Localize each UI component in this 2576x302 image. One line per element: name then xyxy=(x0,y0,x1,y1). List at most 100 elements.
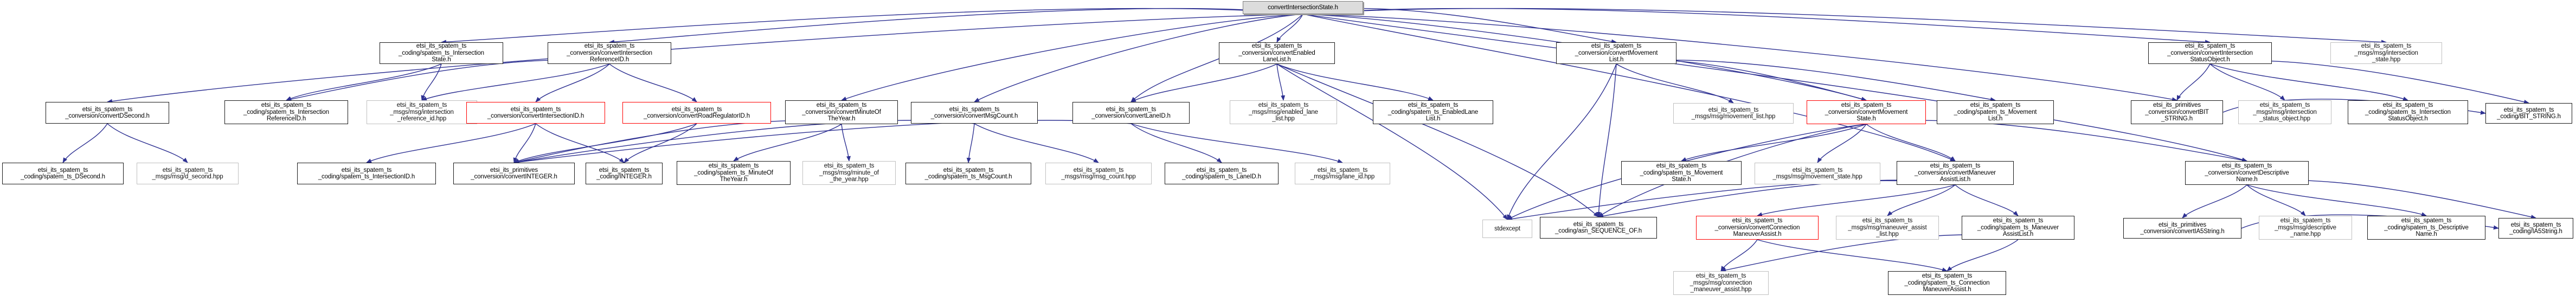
graph-edge xyxy=(1598,179,1956,219)
graph-edge xyxy=(1276,14,1303,43)
graph-node[interactable]: etsi_its_spatem_ts _msgs/msg/intersectio… xyxy=(2238,100,2331,124)
graph-node[interactable]: etsi_its_spatem_ts _msgs/msg/lane_id.hpp xyxy=(1295,163,1390,184)
graph-node[interactable]: etsi_its_spatem_ts _conversion/convertRo… xyxy=(622,102,771,124)
graph-node[interactable]: etsi_its_spatem_ts _conversion/convertMo… xyxy=(1556,42,1676,64)
graph-edge xyxy=(1616,63,1734,104)
graph-node[interactable]: etsi_its_spatem_ts _conversion/convertMa… xyxy=(1897,161,2014,185)
graph-node[interactable]: etsi_its_spatem_ts _conversion/convertLa… xyxy=(1072,102,1190,124)
graph-edge xyxy=(1817,124,1867,163)
graph-node[interactable]: etsi_its_spatem_ts _coding/spatem_ts_Int… xyxy=(380,42,503,64)
graph-node[interactable]: etsi_its_spatem_ts _msgs/msg/descriptive… xyxy=(2259,216,2352,240)
graph-node[interactable]: etsi_its_spatem_ts _coding/spatem_ts_Min… xyxy=(677,161,791,185)
graph-node[interactable]: etsi_its_spatem_ts _coding/IA5String.h xyxy=(2498,218,2573,239)
graph-node[interactable]: etsi_its_spatem_ts _coding/spatem_ts_Ena… xyxy=(1373,100,1493,124)
graph-edge xyxy=(1720,239,1758,272)
graph-edge xyxy=(513,120,975,164)
graph-edge xyxy=(841,124,851,162)
graph-node[interactable]: etsi_its_spatem_ts _conversion/convertIn… xyxy=(466,102,605,124)
graph-node[interactable]: etsi_its_spatem_ts _coding/spatem_ts_Mov… xyxy=(1937,100,2054,124)
graph-edge xyxy=(1302,14,2177,102)
graph-edge xyxy=(62,123,108,163)
graph-edge xyxy=(513,120,842,164)
graph-node[interactable]: etsi_its_spatem_ts _msgs/msg/enabled_lan… xyxy=(1230,100,1337,124)
graph-node[interactable]: etsi_its_spatem_ts _conversion/convertMs… xyxy=(911,102,1038,124)
graph-node[interactable]: etsi_its_spatem_ts _coding/spatem_ts_Des… xyxy=(2367,216,2485,240)
graph-edge xyxy=(1507,63,1617,220)
graph-edge xyxy=(286,63,442,101)
graph-node[interactable]: etsi_its_spatem_ts _coding/spatem_ts_Int… xyxy=(224,100,348,124)
graph-edge xyxy=(966,123,975,163)
graph-edge xyxy=(624,123,697,163)
graph-node[interactable]: etsi_its_spatem_ts _conversion/convertDe… xyxy=(2185,161,2309,185)
graph-node[interactable]: etsi_its_spatem_ts _coding/asn_SEQUENCE_… xyxy=(1540,217,1657,239)
graph-node[interactable]: etsi_its_spatem_ts _msgs/msg/intersectio… xyxy=(2330,42,2442,64)
graph-node[interactable]: etsi_its_spatem_ts _conversion/convertEn… xyxy=(1219,42,1335,64)
graph-node[interactable]: etsi_its_primitives _conversion/convertI… xyxy=(2123,218,2241,239)
graph-edge xyxy=(974,123,1099,163)
graph-edge xyxy=(2246,184,2427,216)
graph-edge xyxy=(1866,120,2247,163)
graph-node[interactable]: etsi_its_spatem_ts _coding/INTEGER.h xyxy=(586,163,663,184)
graph-edge xyxy=(733,124,842,162)
graph-edge xyxy=(1681,124,1867,162)
graph-node[interactable]: etsi_its_spatem_ts _msgs/msg/msg_count.h… xyxy=(1045,163,1152,184)
graph-node[interactable]: etsi_its_spatem_ts _conversion/convertCo… xyxy=(1696,216,1819,240)
graph-node[interactable]: etsi_its_spatem_ts _conversion/convertMi… xyxy=(785,100,898,124)
graph-node[interactable]: etsi_its_spatem_ts _coding/spatem_ts_Msg… xyxy=(905,163,1031,184)
graph-node[interactable]: etsi_its_spatem_ts _msgs/msg/minute_of _… xyxy=(802,161,896,185)
graph-edge xyxy=(2209,60,2529,104)
graph-edge xyxy=(1616,60,1867,101)
graph-edge xyxy=(2182,184,2247,219)
graph-node[interactable]: etsi_its_spatem_ts _coding/spatem_ts_Man… xyxy=(1962,216,2074,240)
graph-node[interactable]: etsi_its_primitives _conversion/convertB… xyxy=(2131,100,2223,124)
graph-edge xyxy=(2246,180,2536,219)
graph-node[interactable]: etsi_its_spatem_ts _coding/spatem_ts_Int… xyxy=(2348,100,2468,124)
graph-edge xyxy=(535,123,625,163)
graph-node[interactable]: etsi_its_spatem_ts _msgs/msg/movement_st… xyxy=(1755,163,1880,184)
graph-edge xyxy=(1955,184,2019,216)
graph-edge xyxy=(366,123,536,163)
graph-edge xyxy=(1130,123,1343,163)
graph-node[interactable]: etsi_its_spatem_ts _conversion/convertIn… xyxy=(2148,42,2272,64)
graph-node[interactable]: etsi_its_spatem_ts _msgs/msg/movement_li… xyxy=(1673,103,1794,124)
graph-edge xyxy=(513,120,1132,164)
graph-edge xyxy=(1757,184,1956,217)
graph-node[interactable]: etsi_its_spatem_ts _coding/spatem_ts_DSe… xyxy=(2,163,124,184)
graph-edge xyxy=(107,123,188,163)
graph-edge xyxy=(1302,14,1956,162)
graph-edge xyxy=(421,63,442,101)
graph-edge xyxy=(107,14,1303,104)
graph-node[interactable]: etsi_its_spatem_ts _msgs/msg/d_second.hp… xyxy=(137,163,239,184)
graph-node[interactable]: etsi_its_spatem_ts _conversion/convertDS… xyxy=(46,102,169,124)
graph-node[interactable]: etsi_its_spatem_ts _msgs/msg/maneuver_as… xyxy=(1836,216,1939,240)
graph-edge xyxy=(286,60,610,101)
graph-node[interactable]: stdexcept xyxy=(1482,220,1532,238)
graph-edge xyxy=(1130,123,1222,163)
graph-node[interactable]: etsi_its_spatem_ts _coding/spatem_ts_Con… xyxy=(1888,271,2006,295)
graph-edge xyxy=(1302,8,2387,44)
graph-edge xyxy=(1302,8,2211,44)
graph-node[interactable]: etsi_its_spatem_ts _coding/spatem_ts_Int… xyxy=(297,163,436,184)
graph-edge xyxy=(535,63,610,102)
graph-node[interactable]: etsi_its_primitives _conversion/convertI… xyxy=(453,163,575,184)
graph-edge xyxy=(1276,63,1599,217)
graph-node[interactable]: etsi_its_spatem_ts _coding/spatem_ts_Mov… xyxy=(1621,161,1742,185)
graph-node[interactable]: etsi_its_spatem_ts _msgs/msg/intersectio… xyxy=(367,100,477,124)
graph-node[interactable]: etsi_its_spatem_ts _coding/spatem_ts_Lan… xyxy=(1165,163,1279,184)
graph-edge xyxy=(1507,180,1956,221)
graph-edge xyxy=(609,8,1303,44)
graph-edge xyxy=(1757,239,1948,272)
graph-node[interactable]: etsi_its_spatem_ts _msgs/msg/connection … xyxy=(1673,271,1769,295)
graph-edge xyxy=(609,63,697,102)
graph-edge xyxy=(1302,14,2247,162)
graph-node[interactable]: etsi_its_spatem_ts _coding/BIT_STRING.h xyxy=(2485,103,2572,124)
graph-edge xyxy=(2209,63,2408,101)
graph-edge xyxy=(2176,63,2211,101)
graph-node[interactable]: etsi_its_spatem_ts _conversion/convertIn… xyxy=(548,42,671,64)
graph-edge xyxy=(1887,184,1956,216)
graph-edge xyxy=(1596,63,1617,217)
graph-root-node[interactable]: convertIntersectionState.h xyxy=(1243,1,1363,14)
graph-node[interactable]: etsi_its_spatem_ts _conversion/convertMo… xyxy=(1807,100,1926,124)
graph-edge xyxy=(1276,63,1508,220)
